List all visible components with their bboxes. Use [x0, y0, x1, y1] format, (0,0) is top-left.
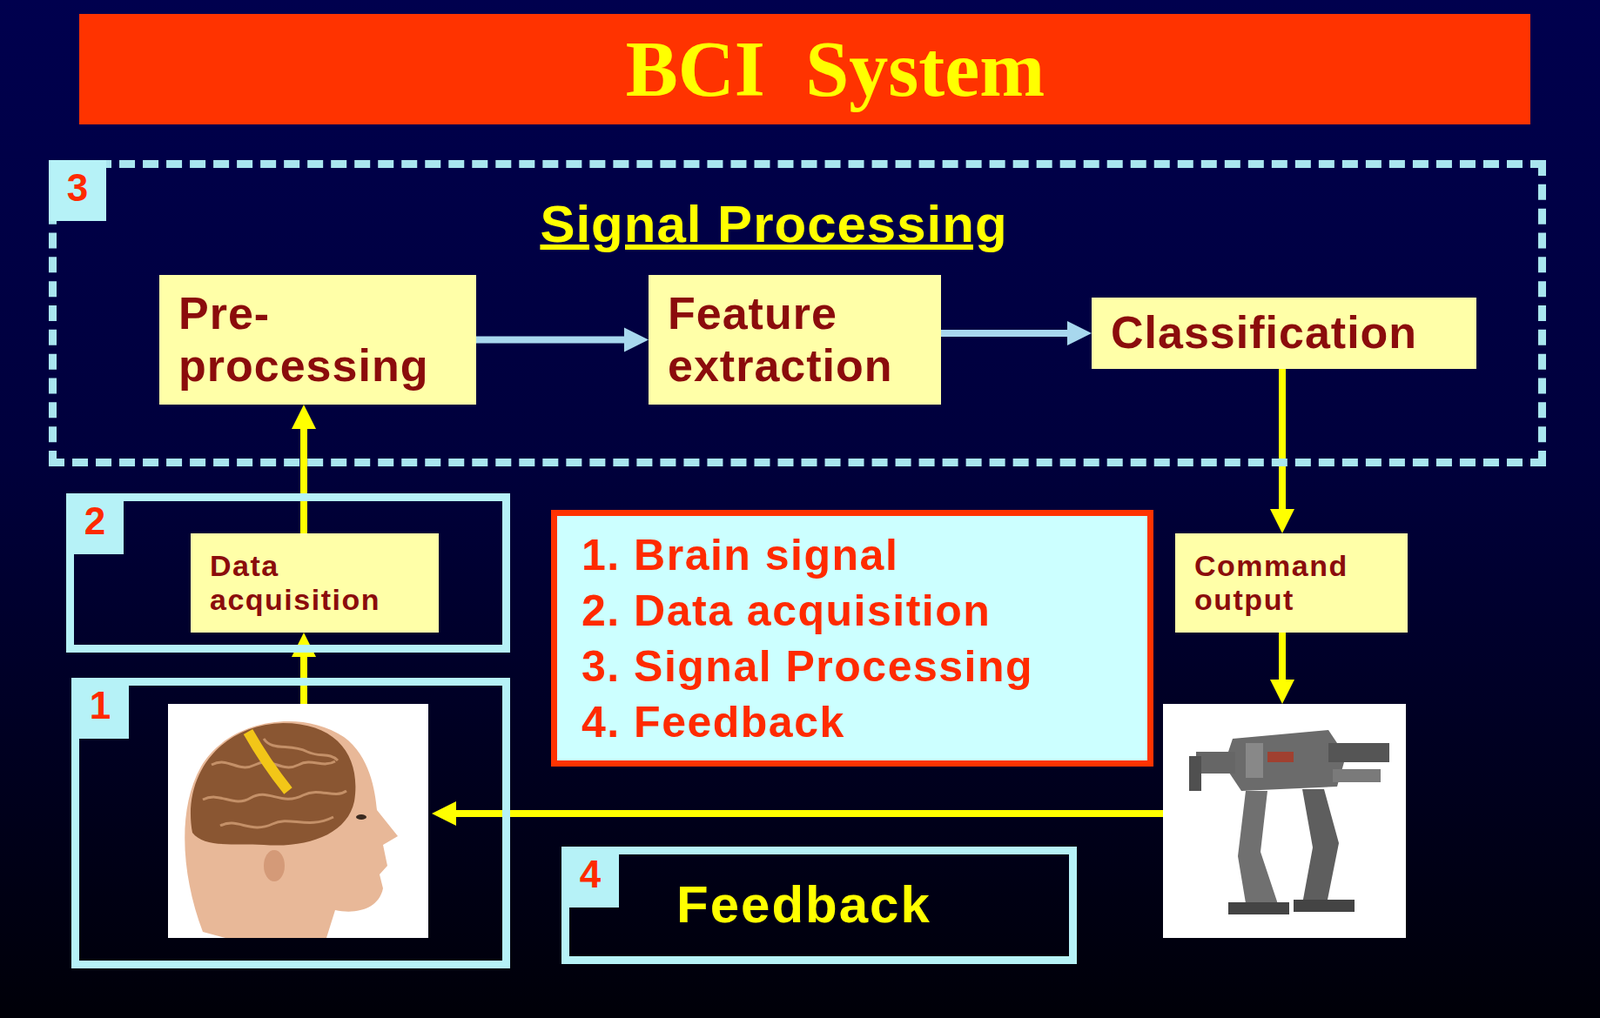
connector-arrow: [1270, 369, 1295, 534]
list-line: 3. Signal Processing: [581, 638, 1148, 695]
static-arrows-part: [454, 810, 1164, 818]
title-bar: BCI System: [79, 13, 1531, 125]
box-label: Pre- processing: [178, 288, 458, 393]
connector-line: [300, 655, 308, 679]
robot-illustration-part: [1267, 752, 1294, 763]
feedback-region: 4 Feedback: [561, 847, 1077, 965]
robot-illustration-part: [1332, 769, 1381, 783]
arrow-head: [624, 328, 649, 353]
head-illustration-part: [184, 721, 398, 939]
region-heading: Signal Processing: [539, 194, 1008, 255]
box-label: Command output: [1194, 549, 1389, 618]
list-line: 4. Feedback: [581, 694, 1148, 751]
robot-illustration-part: [1189, 756, 1202, 792]
title: BCI System: [564, 24, 1046, 115]
robot-illustration-part: [1237, 791, 1278, 909]
robot-illustration-part: [1328, 743, 1390, 763]
processing-region: 3Signal ProcessingPre- processing Feature…: [48, 160, 1547, 467]
region-heading: Feedback: [676, 874, 932, 935]
arrow-head: [1270, 509, 1295, 534]
connector-arrow: [941, 321, 1092, 346]
process-box: Data acquisition: [190, 533, 439, 633]
head-illustration-part: [263, 739, 338, 761]
robot-illustration-part: [1293, 900, 1355, 913]
robot-illustration-part: [1228, 902, 1290, 915]
head-illustration-part: [248, 732, 289, 792]
step-list-box: 1. Brain signal2. Data acquisition3. Sig…: [551, 510, 1154, 767]
robot-illustration-part: [1223, 730, 1346, 792]
connector-line: [941, 329, 1069, 337]
list-line: 2. Data acquisition: [581, 583, 1148, 639]
connector-arrow: [291, 404, 316, 534]
connector-line: [1278, 369, 1286, 511]
head-illustration-part: [220, 817, 334, 828]
static-arrows-part: [431, 801, 457, 827]
acquisition-region: 2Data acquisition: [66, 493, 511, 653]
head-illustration-part: [263, 850, 285, 882]
box-label: Feature extraction: [667, 288, 922, 393]
connector-line: [300, 427, 308, 534]
box-label: Data acquisition: [209, 549, 420, 618]
robot-illustration-part: [1163, 704, 1406, 939]
brain-region: 1: [71, 678, 511, 969]
robot-illustration-part: [1245, 743, 1264, 779]
head-illustration-part: [202, 791, 347, 802]
output-box: Command output: [1175, 533, 1408, 633]
arrow-head: [291, 404, 316, 430]
callout-number: 4: [561, 847, 619, 908]
head-illustration: [168, 704, 429, 939]
static-arrows-part: [1270, 679, 1295, 705]
process-box: Classification: [1091, 297, 1477, 370]
robot-illustration-part: [1302, 789, 1339, 905]
process-box: Pre- processing: [159, 275, 477, 405]
callout-number: 2: [66, 493, 124, 555]
static-arrows-part: [1278, 632, 1286, 682]
arrow-head: [1067, 321, 1092, 346]
connector-line: [476, 336, 626, 344]
callout-number: 1: [71, 678, 129, 740]
arrow-head: [291, 632, 316, 658]
robot-illustration-part: [1196, 752, 1236, 774]
head-illustration-part: [168, 704, 429, 939]
robot-illustration: [1163, 704, 1406, 939]
list-line: 1. Brain signal: [581, 527, 1148, 584]
connector-arrow: [291, 632, 316, 679]
head-illustration-part: [356, 814, 367, 821]
callout-number: 3: [48, 160, 107, 222]
box-label: Classification: [1110, 307, 1458, 360]
process-box: Feature extraction: [648, 275, 942, 405]
connector-arrow: [476, 328, 649, 353]
head-illustration-part: [190, 723, 356, 847]
